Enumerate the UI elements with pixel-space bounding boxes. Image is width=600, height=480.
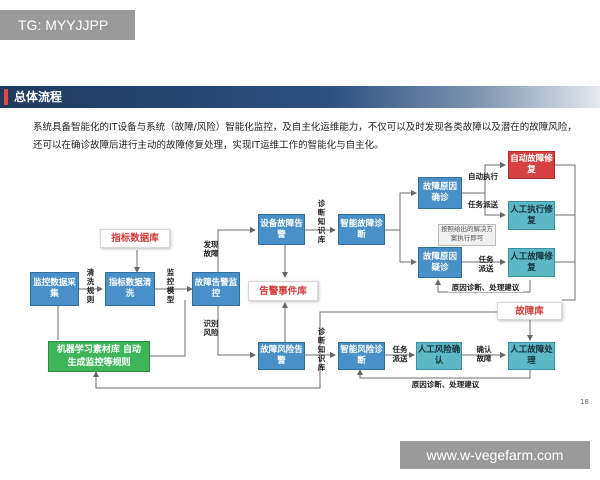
fault-db: 故障库 — [497, 302, 562, 320]
label-task-dispatch-3: 任务派送 — [392, 345, 408, 363]
label-cause-advice-2: 原因诊断、处理建议 — [408, 380, 483, 389]
node-metric-clean: 指标数据清洗 — [105, 272, 155, 306]
node-fault-monitor: 故障告警监控 — [192, 272, 240, 306]
label-cause-advice-1: 原因诊断、处理建议 — [448, 283, 523, 292]
node-manual-fix: 人工故障修复 — [508, 248, 555, 277]
node-device-alarm: 设备故障告警 — [258, 214, 305, 245]
label-monitor-model: 监控模型 — [166, 268, 175, 304]
metric-db: 指标数据库 — [100, 229, 170, 248]
node-manual-risk-confirm: 人工风险确认 — [416, 342, 462, 370]
label-find-fault: 发现故障 — [203, 240, 219, 258]
node-suspect-cause: 故障原因疑诊 — [418, 247, 462, 278]
section-title: 总体流程 — [14, 90, 63, 104]
node-confirm-cause: 故障原因确诊 — [418, 177, 462, 209]
note-box: 按照给出的解决方案执行即可 — [438, 224, 496, 246]
node-monitor-collect: 监控数据采集 — [30, 272, 79, 306]
title-accent — [4, 89, 8, 105]
node-ml-lib: 机器学习素材库 自动生成监控等规则 — [48, 341, 150, 372]
label-confirm-fault: 确认故障 — [476, 345, 492, 363]
label-diag-kb-2: 诊断知识库 — [317, 327, 326, 372]
alarm-db: 告警事件库 — [248, 281, 318, 301]
description: 系统具备智能化的IT设备与系统（故障/风险）智能化监控，及自主化运维能力，不仅可… — [33, 122, 577, 151]
section-title-bar — [0, 86, 600, 108]
label-diag-kb-1: 诊断知识库 — [317, 199, 326, 244]
node-risk-diagnosis: 智能风险诊断 — [338, 342, 385, 370]
watermark-top: TG: MYYJJPP — [0, 10, 135, 40]
label-clean-rule: 清洗规则 — [86, 268, 95, 304]
node-auto-fix: 自动故障修复 — [508, 151, 555, 179]
label-auto-exec: 自动执行 — [468, 172, 498, 181]
label-identify-risk: 识别风险 — [203, 319, 219, 337]
watermark-bottom: www.w-vegefarm.com — [400, 441, 590, 469]
node-smart-diagnosis: 智能故障诊断 — [338, 214, 385, 245]
node-manual-fault-handle: 人工故障处理 — [508, 342, 555, 370]
node-manual-exec: 人工执行修复 — [508, 201, 555, 230]
page-number: 18 — [580, 398, 589, 406]
label-task-dispatch-1: 任务派送 — [468, 200, 498, 209]
label-task-dispatch-2: 任务派送 — [478, 255, 494, 273]
node-risk-alarm: 故障风险告警 — [258, 342, 305, 370]
